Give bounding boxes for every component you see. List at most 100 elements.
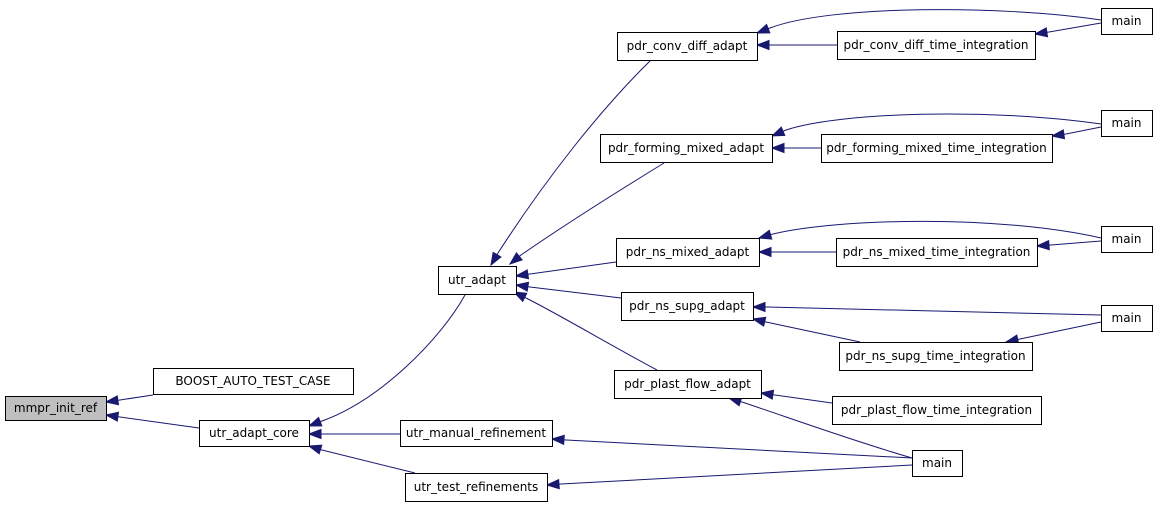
node-box (400, 420, 553, 447)
edge-main_5-to-utr_test_refinements (545, 464, 913, 490)
node-utr-manual-refinement[interactable]: utr_manual_refinement (400, 420, 553, 447)
node-pdr-ns-supg-adapt[interactable]: pdr_ns_supg_adapt (621, 292, 754, 321)
edge-main_5-to-utr_manual_refinement (550, 434, 913, 459)
node-box (821, 134, 1053, 163)
node-pdr-forming-mixed-adapt[interactable]: pdr_forming_mixed_adapt (600, 134, 773, 163)
node-box (153, 368, 354, 395)
edge-line (509, 162, 665, 265)
node-main-5[interactable]: main (912, 450, 963, 477)
edge-arrowhead (755, 23, 771, 34)
edge-pdr_ns_mixed_time_integration-to-pdr_ns_mixed_adapt (757, 246, 836, 258)
node-pdr-forming-mixed-time-integration[interactable]: pdr_forming_mixed_time_integration (821, 134, 1053, 163)
edge-line (308, 445, 416, 474)
edge-utr_test_refinements-to-utr_adapt_core (307, 444, 416, 474)
node-pdr-ns-supg-time-integration[interactable]: pdr_ns_supg_time_integration (839, 342, 1033, 371)
edge-arrowhead (545, 478, 560, 490)
node-pdr-plast-flow-adapt[interactable]: pdr_plast_flow_adapt (614, 370, 762, 399)
edge-line (752, 318, 861, 343)
edge-arrowhead (550, 434, 565, 446)
node-box (832, 396, 1042, 425)
node-pdr-ns-mixed-adapt[interactable]: pdr_ns_mixed_adapt (616, 238, 760, 267)
edge-arrowhead (490, 251, 502, 267)
edge-arrowhead (514, 269, 530, 280)
node-pdr-conv-diff-adapt[interactable]: pdr_conv_diff_adapt (617, 32, 758, 61)
node-box (1101, 8, 1153, 35)
edge-arrowhead (770, 126, 786, 137)
node-label: utr_manual_refinement (406, 426, 546, 440)
node-main-3[interactable]: main (1101, 226, 1153, 253)
node-main-1[interactable]: main (1101, 8, 1153, 35)
edge-line (515, 284, 622, 299)
node-pdr-plast-flow-time-integration[interactable]: pdr_plast_flow_time_integration (832, 396, 1042, 425)
edge-line (1005, 321, 1102, 343)
node-label: main (1112, 311, 1142, 325)
node-label: pdr_ns_mixed_time_integration (843, 245, 1031, 259)
edge-arrowhead (512, 291, 528, 303)
node-utr-test-refinements[interactable]: utr_test_refinements (405, 473, 548, 502)
edge-arrowhead (104, 411, 120, 422)
node-main-2[interactable]: main (1101, 110, 1153, 137)
edge-arrowhead (1033, 27, 1049, 38)
edge-arrowhead (770, 142, 785, 154)
edge-arrowhead (307, 428, 322, 440)
node-label: pdr_plast_flow_time_integration (841, 403, 1032, 417)
edge-arrowhead (751, 301, 766, 313)
node-mmpr-init-ref[interactable]: mmpr_init_ref (5, 396, 107, 421)
node-boost-auto-test-case[interactable]: BOOST_AUTO_TEST_CASE (153, 368, 354, 395)
edge-line (513, 291, 658, 371)
edge-main_3-to-pdr_ns_mixed_time_integration (1035, 239, 1102, 251)
node-label: main (1112, 232, 1142, 246)
node-pdr-ns-mixed-time-integration[interactable]: pdr_ns_mixed_time_integration (836, 238, 1038, 267)
edge-boost_auto_test_case-to-mmpr_init_ref (104, 394, 154, 406)
edge-arrowhead (1035, 239, 1050, 251)
node-label: BOOST_AUTO_TEST_CASE (175, 374, 330, 388)
edge-pdr_forming_mixed_time_integration-to-pdr_forming_mixed_adapt (770, 142, 821, 154)
edge-utr_manual_refinement-to-utr_adapt_core (307, 428, 400, 440)
node-utr-adapt-core[interactable]: utr_adapt_core (199, 420, 310, 447)
node-box (5, 396, 107, 421)
edge-arrowhead (755, 39, 770, 51)
edge-pdr_plast_flow_adapt-to-utr_adapt (512, 291, 658, 371)
edge-pdr_conv_diff_adapt-to-utr_adapt (490, 60, 651, 267)
edge-line (728, 397, 913, 459)
node-box (621, 292, 754, 321)
node-box (912, 450, 963, 477)
edge-utr_adapt_core-to-mmpr_init_ref (104, 411, 200, 429)
edge-main_4-to-pdr_ns_supg_time_integration (1004, 321, 1102, 345)
edge-line (515, 261, 617, 277)
edge-line (771, 113, 1102, 137)
node-box (839, 342, 1033, 371)
edge-line (756, 9, 1102, 34)
edge-utr_adapt-to-utr_adapt_core (307, 294, 466, 427)
node-label: utr_adapt_core (209, 426, 299, 440)
node-label: main (1112, 116, 1142, 130)
edge-pdr_ns_supg_time_integration-to-pdr_ns_supg_adapt (751, 316, 861, 343)
node-label: mmpr_init_ref (14, 401, 98, 415)
edge-arrowhead (751, 316, 767, 327)
edge-arrowhead (104, 395, 120, 406)
node-box (837, 31, 1036, 60)
node-pdr-conv-diff-time-integration[interactable]: pdr_conv_diff_time_integration (837, 31, 1036, 60)
node-label: main (922, 456, 952, 470)
node-main-4[interactable]: main (1101, 305, 1153, 332)
node-label: pdr_conv_diff_adapt (627, 39, 748, 53)
node-box (438, 266, 517, 295)
node-label: pdr_ns_supg_adapt (629, 299, 745, 313)
node-label: main (1112, 14, 1142, 28)
node-label: utr_adapt (448, 273, 506, 287)
node-box (405, 473, 548, 502)
node-box (1101, 305, 1153, 332)
edge-main_2-to-pdr_forming_mixed_time_integration (1050, 126, 1102, 140)
edge-line (758, 220, 1102, 239)
node-label: pdr_forming_mixed_time_integration (826, 141, 1047, 155)
edge-main_2-to-pdr_forming_mixed_adapt (770, 113, 1102, 137)
edge-main_4-to-pdr_ns_supg_adapt (751, 301, 1102, 316)
edge-pdr_ns_supg_adapt-to-utr_adapt (514, 281, 622, 299)
node-utr-adapt[interactable]: utr_adapt (438, 266, 517, 295)
node-box (616, 238, 760, 267)
node-box (199, 420, 310, 447)
edge-arrowhead (508, 252, 523, 265)
edge-arrowhead (1050, 129, 1066, 140)
node-label: pdr_forming_mixed_adapt (608, 141, 764, 155)
